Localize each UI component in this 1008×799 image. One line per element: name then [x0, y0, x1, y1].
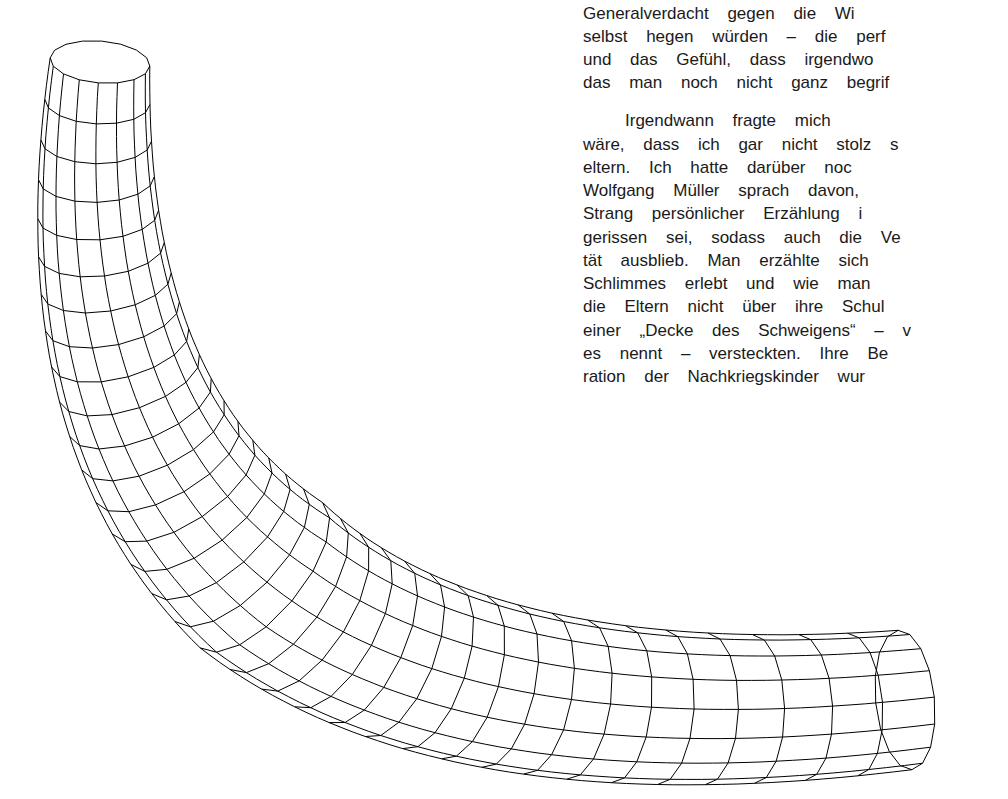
body-text-line: Irgendwann fragte mich	[625, 111, 831, 131]
mesh-line	[482, 605, 539, 767]
mesh-line	[403, 585, 474, 749]
body-text-line: gerissen sei, sodass auch die Ve	[583, 228, 901, 248]
body-text-line: und das Gefühl, dass irgendwo	[583, 50, 873, 70]
body-text-line: Schlimmes erlebt und wie man	[583, 274, 870, 294]
mesh-line	[152, 474, 290, 600]
mesh-line	[150, 66, 898, 635]
body-text-line: das man noch nicht ganz begrif	[583, 73, 889, 93]
mesh-line	[365, 574, 444, 737]
mesh-line	[262, 533, 369, 691]
mesh-line	[96, 421, 239, 511]
mesh-line	[145, 74, 910, 640]
mesh-line	[43, 66, 923, 779]
body-text-line: Generalverdacht gegen die Wi	[583, 4, 855, 24]
mesh-line	[96, 83, 934, 710]
body-text-line: einer „Decke des Schweigens“ – v	[583, 321, 911, 341]
mesh-line	[295, 548, 393, 708]
mesh-line	[38, 58, 912, 785]
body-text-line: Wolfgang Müller sprach davon,	[583, 181, 859, 201]
mesh-line	[117, 83, 930, 681]
mesh-line	[442, 596, 505, 759]
mesh-line	[82, 401, 225, 481]
mesh-line	[50, 41, 150, 83]
body-text-line: wäre, dass ich gar nicht stolz s	[583, 135, 898, 155]
body-text-line: eltern. Ich hatte darüber noc	[583, 158, 852, 178]
body-text-line: selbst hegen würden – die perf	[583, 27, 886, 47]
body-text-line: ration der Nachkriegskinder wur	[583, 367, 865, 387]
mesh-line	[329, 561, 417, 723]
body-text-line: tät ausblieb. Man erzählte sich	[583, 251, 869, 271]
mesh-line	[70, 379, 212, 450]
body-text-line: Strang persönlicher Erzählung i	[583, 204, 862, 224]
mesh-line	[175, 489, 309, 627]
body-text-line: es nennt – versteckten. Ihre Be	[583, 344, 888, 364]
body-text-line: die Eltern nicht über ihre Schul	[583, 297, 885, 317]
mesh-line	[200, 503, 329, 653]
mesh-line	[56, 74, 931, 763]
